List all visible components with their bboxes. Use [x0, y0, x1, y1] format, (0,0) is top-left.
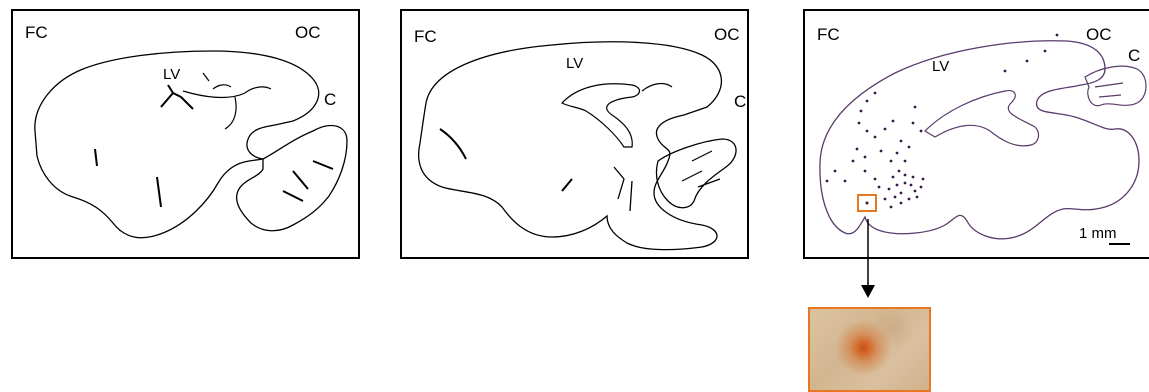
labeled-cell-dot — [896, 152, 899, 155]
labeled-cell-dot — [880, 150, 883, 153]
labeled-cell-dot — [920, 186, 923, 189]
labeled-cell-dot — [912, 176, 915, 179]
labeled-cell-dot — [900, 140, 903, 143]
labeled-cell-dot — [890, 206, 893, 209]
labeled-cell-dot — [910, 184, 913, 187]
labeled-cell-dot — [904, 160, 907, 163]
brain-section-panel-2: FC OC LV C — [400, 9, 749, 259]
labeled-cell-dot — [1026, 60, 1029, 63]
oc-label: OC — [295, 24, 321, 41]
c-label: C — [1128, 47, 1140, 64]
labeled-cell-dot — [908, 198, 911, 201]
labeled-cell-dot — [914, 106, 917, 109]
labeled-cell-dot — [914, 190, 917, 193]
labeled-cell-dot — [866, 130, 869, 133]
labeled-cell-dot — [874, 136, 877, 139]
lv-label: LV — [163, 67, 180, 82]
lv-label: LV — [932, 59, 949, 74]
labeled-cell-dot — [864, 156, 867, 159]
c-label: C — [324, 91, 336, 108]
labeled-cell-dot — [1056, 34, 1059, 37]
labeled-cell-dot — [864, 170, 867, 173]
brain-outline-1 — [13, 11, 362, 261]
labeled-cell-dot — [858, 122, 861, 125]
labeled-cell-dot — [866, 100, 869, 103]
labeled-cell-dot — [852, 160, 855, 163]
labeled-cell-dot — [856, 148, 859, 151]
labeled-cell-dot — [922, 178, 925, 181]
labeled-cell-dot — [834, 170, 837, 173]
scale-bar-label: 1 mm — [1079, 225, 1117, 242]
brain-outline-3 — [805, 11, 1149, 261]
lv-label: LV — [566, 56, 583, 71]
fc-label: FC — [414, 28, 437, 45]
oc-label: OC — [1086, 26, 1112, 43]
labeled-cell-dot — [898, 170, 901, 173]
labeled-cell-dot — [884, 198, 887, 201]
zoom-arrow — [860, 219, 882, 303]
labeled-cell-dot — [878, 186, 881, 189]
labeled-cell-dot — [860, 110, 863, 113]
labeled-cell-dot — [890, 160, 893, 163]
labeled-cell-dot — [904, 182, 907, 185]
zoomed-micrograph — [808, 307, 931, 392]
labeled-cell-dot — [826, 180, 829, 183]
labeled-cell-dot — [892, 120, 895, 123]
labeled-cell-dot — [888, 188, 891, 191]
labeled-cell-dot — [1044, 50, 1047, 53]
labeled-cell-dot — [884, 128, 887, 131]
labeled-cell-dot — [900, 192, 903, 195]
fc-label: FC — [817, 26, 840, 43]
labeled-cell-dot — [892, 176, 895, 179]
scale-bar — [1109, 243, 1130, 245]
brain-section-panel-3: FC OC LV C 1 mm — [803, 9, 1149, 259]
labeled-cell-dot — [894, 196, 897, 199]
labeled-cell-dot — [900, 202, 903, 205]
labeled-cell-dot — [896, 184, 899, 187]
labeled-cell-dot — [844, 180, 847, 183]
labeled-cell-dot — [874, 92, 877, 95]
labeled-cell-dot — [920, 130, 923, 133]
labeled-cell-dot — [1004, 70, 1007, 73]
labeled-cell-dot — [874, 178, 877, 181]
labeled-cell-dot — [904, 174, 907, 177]
fc-label: FC — [25, 24, 48, 41]
brain-section-panel-1: FC OC LV C — [11, 9, 360, 259]
labeled-cell-dot — [908, 146, 911, 149]
oc-label: OC — [714, 26, 740, 43]
c-label: C — [734, 93, 746, 110]
labeled-cell-dot — [916, 196, 919, 199]
labeled-cell-dot — [912, 122, 915, 125]
brain-outline-2 — [402, 11, 751, 261]
